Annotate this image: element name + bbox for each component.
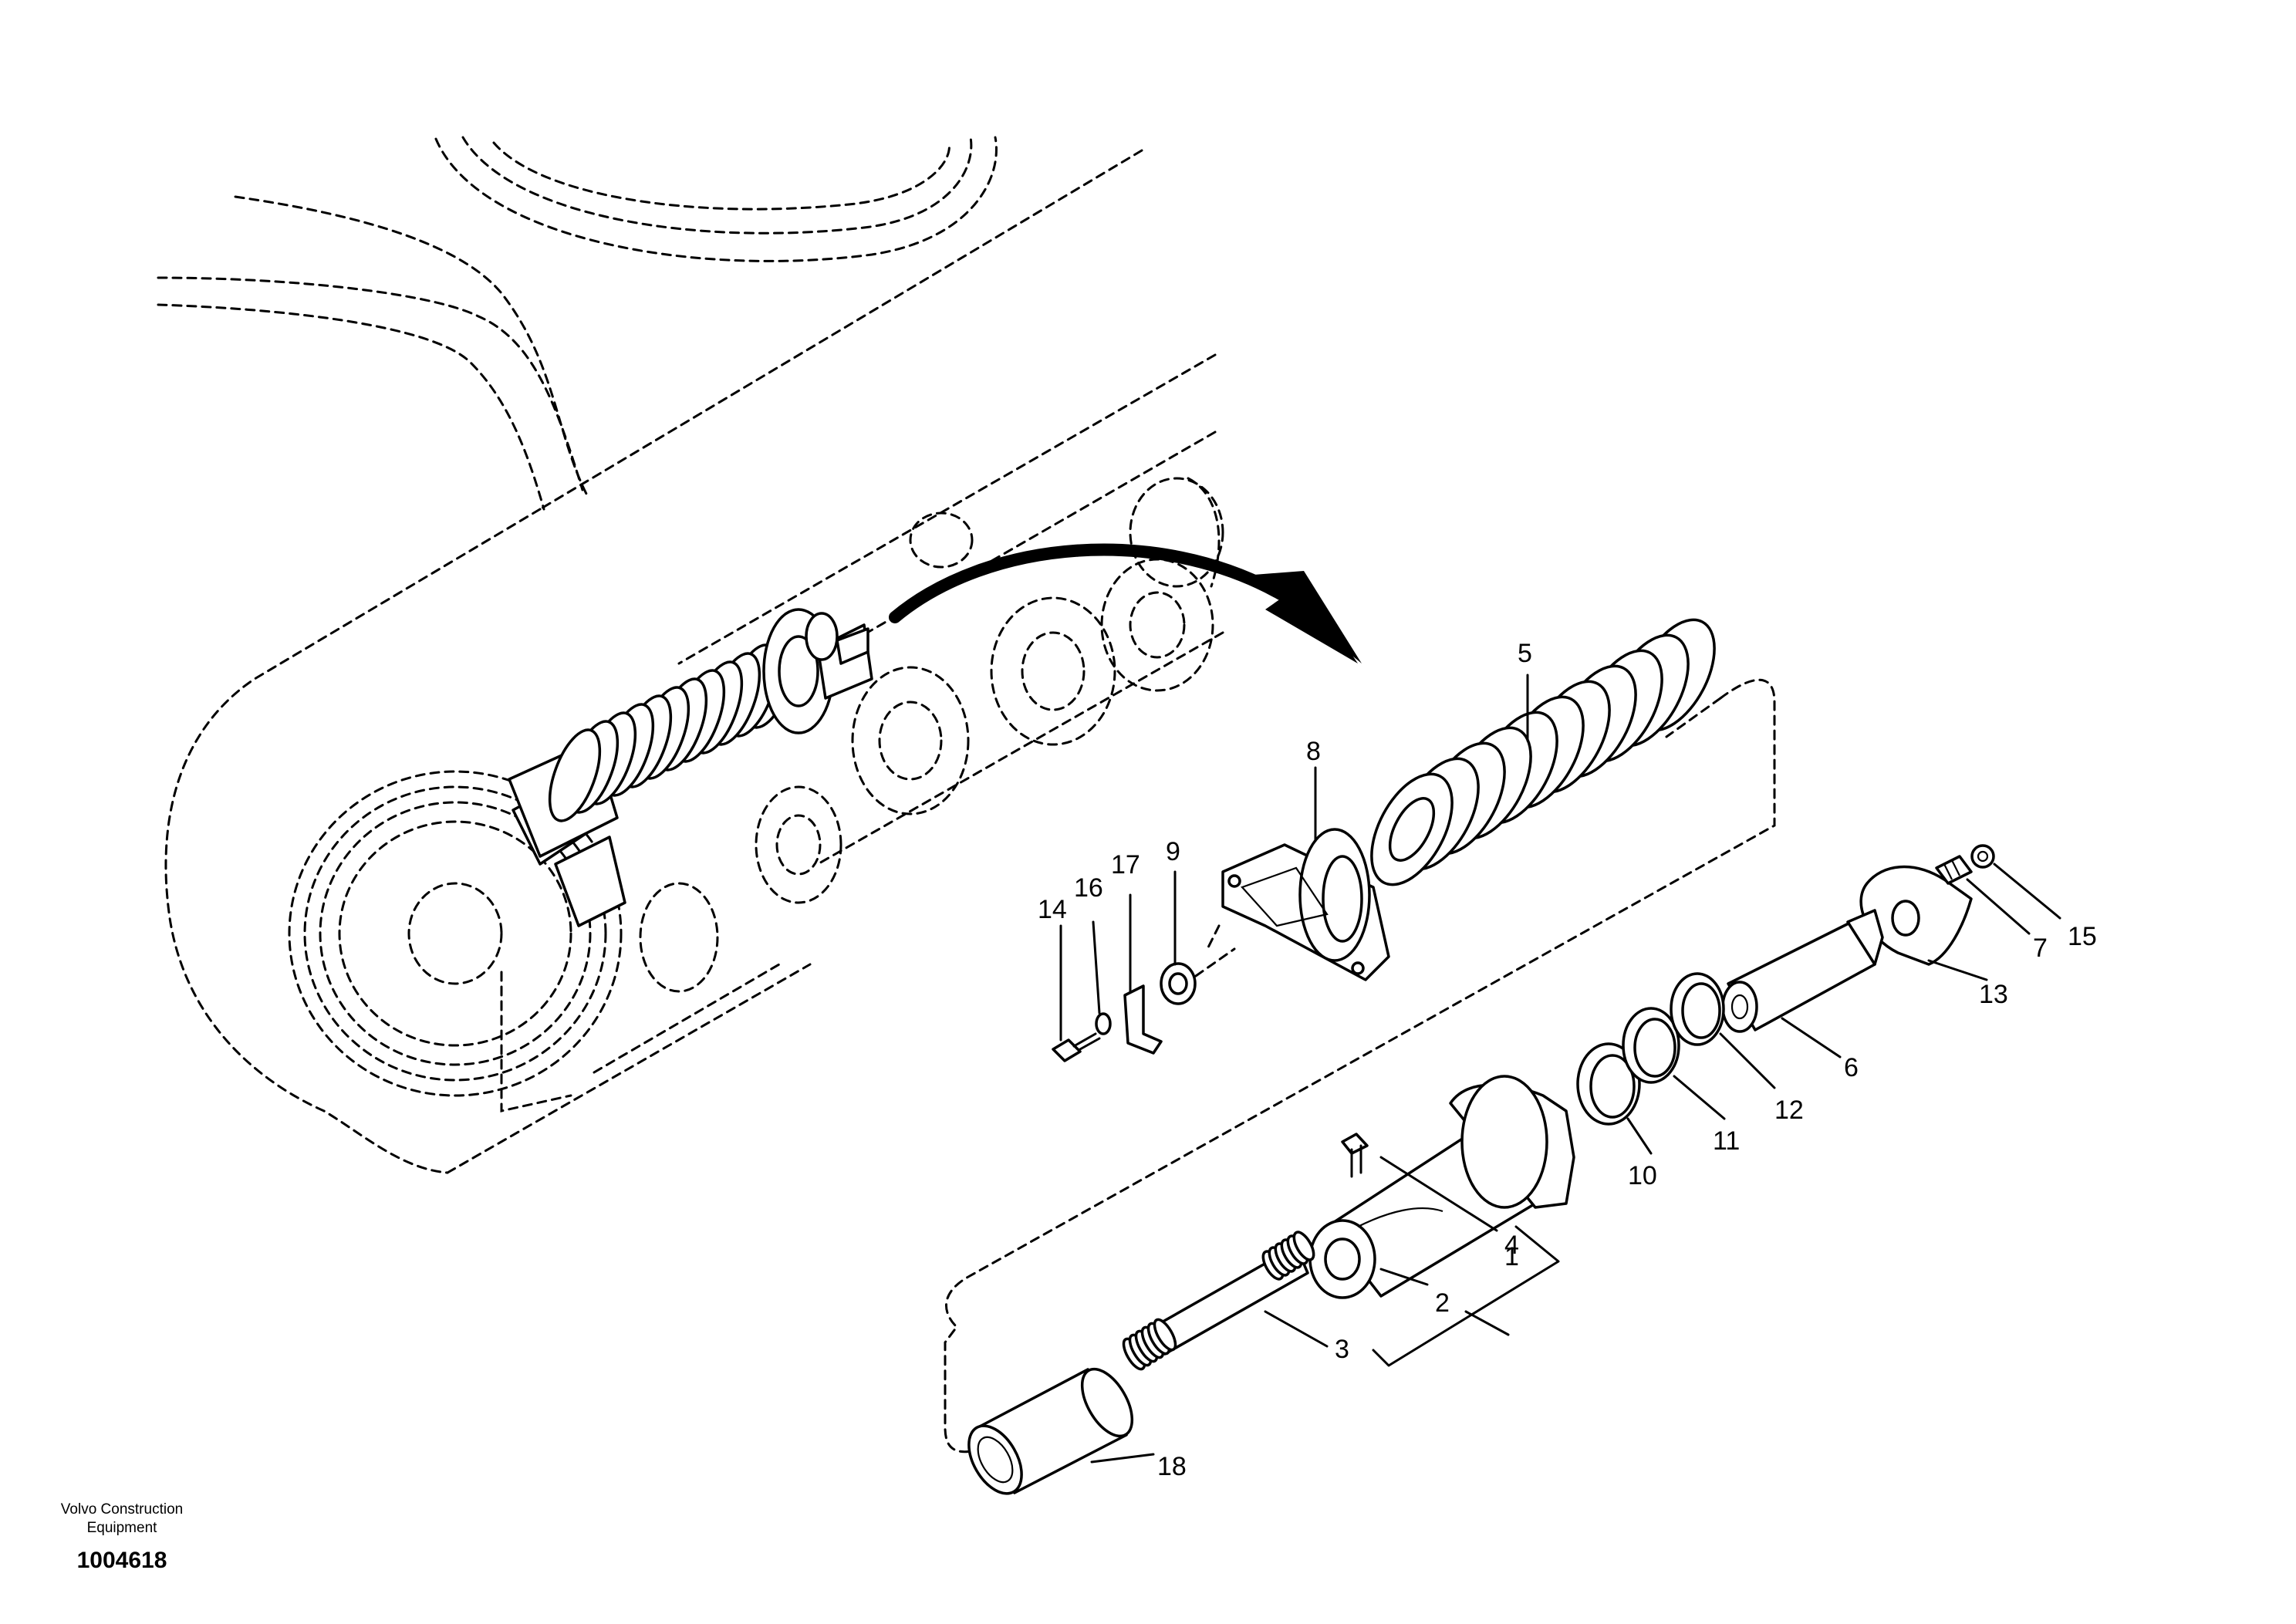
installed-spring-coil [548,728,602,822]
installed-spring-assembly [508,608,873,927]
threaded-rod-part [1122,1231,1315,1371]
callout-13: 13 [1979,980,2008,1009]
callout-12: 12 [1774,1096,1804,1125]
footer-block: Volvo Construction Equipment 1004618 [61,1501,183,1573]
callout-labels: 1 2 3 4 5 6 7 8 9 10 11 12 13 14 15 16 1… [1038,639,2097,1481]
callout-8: 8 [1306,737,1321,766]
seal-ring-11-part [1622,1007,1680,1084]
nut-part [1160,947,1236,1005]
callout-17: 17 [1111,850,1140,880]
cylinder-part [1308,1075,1575,1299]
callout-1: 1 [1504,1242,1519,1271]
company-name-line1: Volvo Construction [61,1501,183,1518]
seal-ring-12-part [1670,972,1725,1046]
exploded-group-boundary [944,678,1776,1453]
leader-lines [1059,674,2061,1464]
callout-16: 16 [1074,873,1103,903]
cylinder-bolt-part [1341,1133,1369,1178]
thread-ring [1292,1231,1315,1261]
spring-end-opening [1388,797,1436,862]
callout-10: 10 [1628,1161,1657,1190]
spring-seat-part [1206,828,1390,981]
callout-6: 6 [1844,1053,1859,1082]
sleeve-part [967,1367,1134,1495]
spring-part [1370,618,1716,886]
cap-part [1970,844,1995,869]
lock-washer-part [1095,1012,1112,1035]
callout-2: 2 [1435,1288,1450,1318]
document-number: 1004618 [77,1548,167,1573]
callout-14: 14 [1038,895,1067,924]
callout-18: 18 [1157,1452,1187,1481]
company-name-line2: Equipment [87,1520,158,1536]
callout-5: 5 [1518,639,1532,668]
grease-nipple-part [1935,855,1973,885]
callout-7: 7 [2033,934,2048,963]
thread-ring [1153,1318,1177,1352]
callout-9: 9 [1166,837,1180,866]
explode-direction-arrow [889,543,1362,663]
callout-15: 15 [2068,922,2097,951]
bolt-part [1052,1032,1101,1062]
machine-outline-dashed [157,136,1224,1174]
callout-4: 4 [1504,1231,1519,1260]
lock-plate-part [1123,984,1163,1055]
rod-part [1721,909,1884,1033]
seal-ring-10-part [1576,1042,1641,1126]
callout-11: 11 [1713,1126,1740,1156]
callout-3: 3 [1335,1335,1349,1364]
